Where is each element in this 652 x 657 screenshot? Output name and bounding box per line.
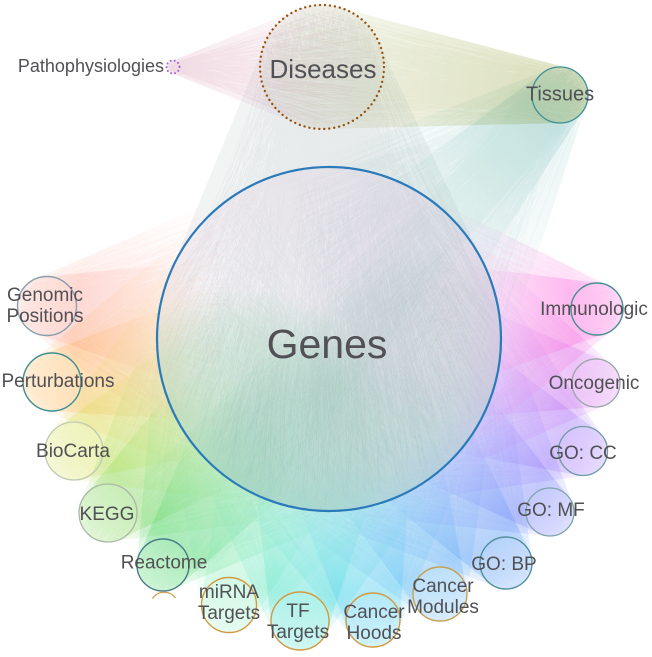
svg-text:Cancer: Cancer <box>343 602 405 623</box>
svg-text:GO: BP: GO: BP <box>471 554 536 575</box>
svg-text:Perturbations: Perturbations <box>1 371 114 392</box>
svg-text:KEGG: KEGG <box>80 504 135 525</box>
svg-text:BioCarta: BioCarta <box>36 441 110 462</box>
svg-text:miRNA: miRNA <box>199 582 259 603</box>
svg-text:Tissues: Tissues <box>526 84 594 106</box>
svg-text:Modules: Modules <box>407 597 479 618</box>
svg-text:Genes: Genes <box>267 321 388 367</box>
svg-text:Genomic: Genomic <box>7 285 83 306</box>
svg-text:Oncogenic: Oncogenic <box>549 373 640 394</box>
svg-text:Positions: Positions <box>6 306 83 327</box>
svg-text:Targets: Targets <box>267 622 329 643</box>
svg-text:Immunologic: Immunologic <box>540 299 648 320</box>
svg-text:Hoods: Hoods <box>347 623 402 644</box>
svg-text:Reactome: Reactome <box>121 553 208 574</box>
svg-text:Targets: Targets <box>198 603 260 624</box>
svg-text:Cancer: Cancer <box>412 576 474 597</box>
svg-text:GO: CC: GO: CC <box>549 443 617 464</box>
svg-text:GO: MF: GO: MF <box>517 500 585 521</box>
svg-text:Pathophysiologies: Pathophysiologies <box>18 56 164 76</box>
svg-text:TF: TF <box>286 601 309 622</box>
svg-text:Diseases: Diseases <box>270 54 377 84</box>
